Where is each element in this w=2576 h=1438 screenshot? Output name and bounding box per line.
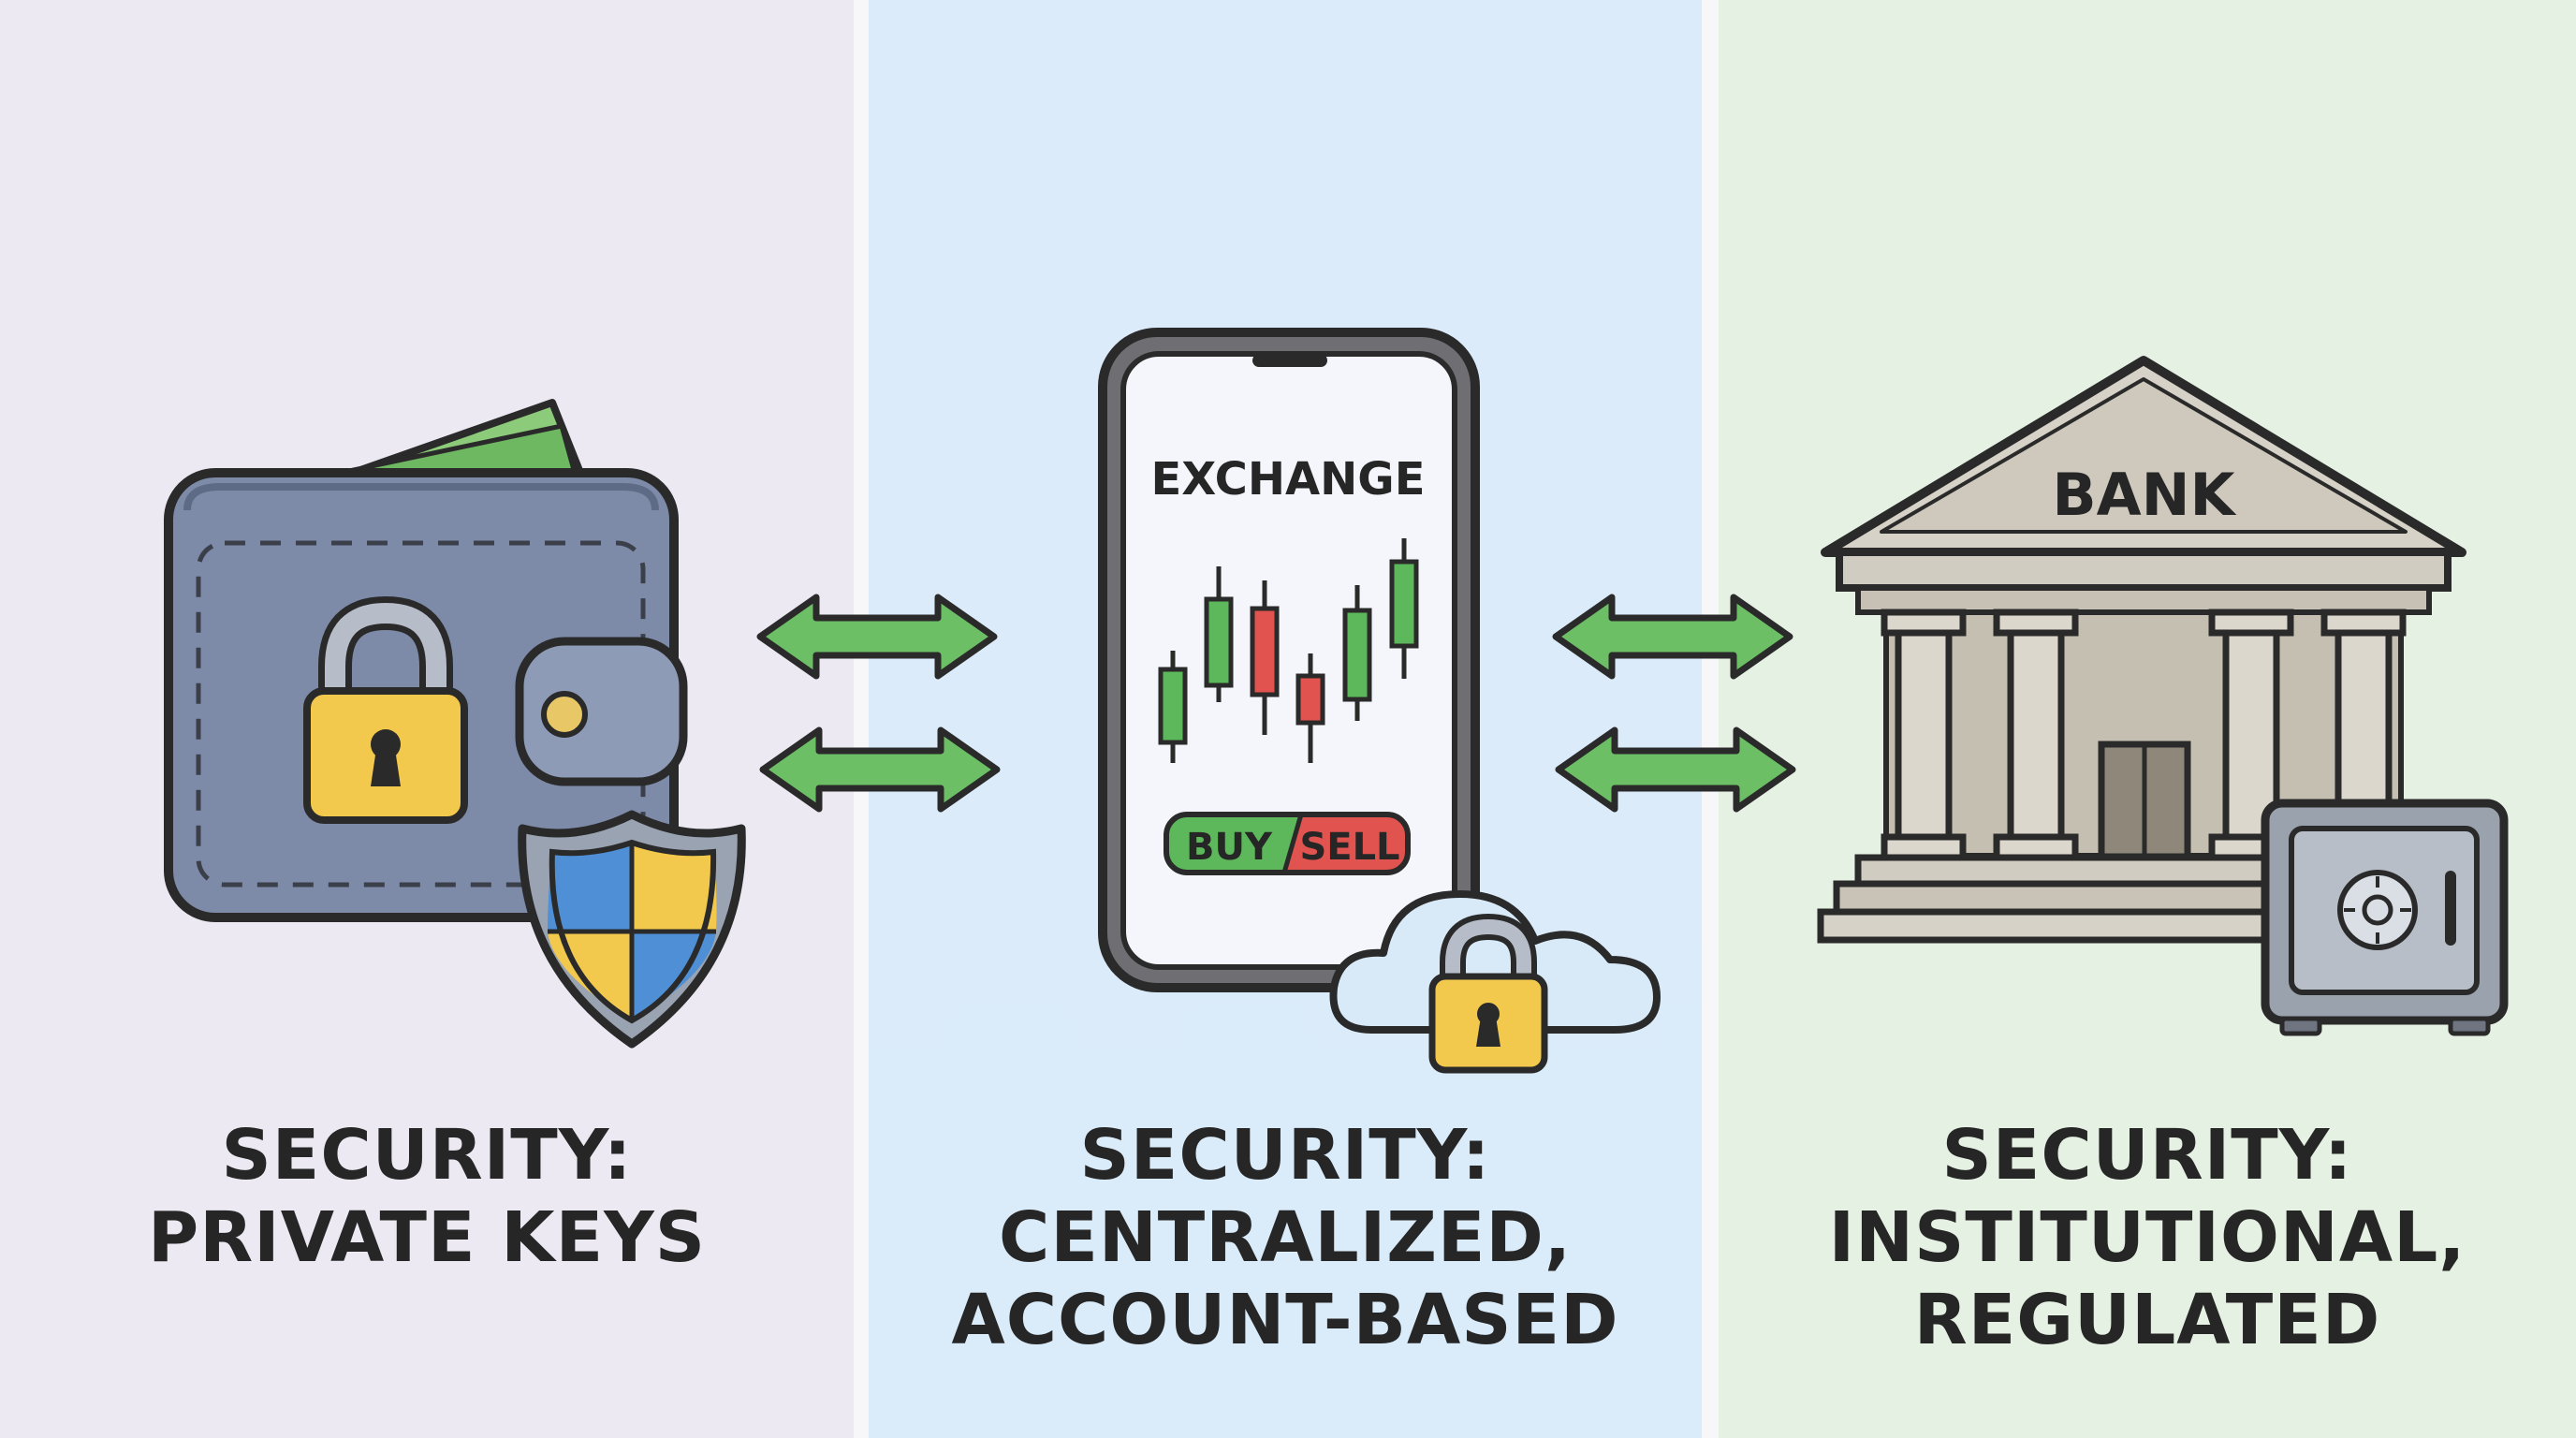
caption-heading: SECURITY: <box>221 1115 633 1196</box>
panel-divider <box>854 0 871 1438</box>
caption-text: PRIVATE KEYS <box>147 1197 707 1278</box>
double-arrow-icon <box>760 597 994 676</box>
wallet-caption: SECURITY: PRIVATE KEYS <box>0 1114 854 1279</box>
padlock-icon <box>303 595 468 824</box>
caption-heading: SECURITY: <box>1941 1115 2353 1196</box>
cloud-icon <box>1329 890 1661 1074</box>
double-arrow-icon <box>1559 730 1793 809</box>
panel-divider <box>1702 0 1719 1438</box>
candlestick-chart-icon <box>1158 538 1419 763</box>
sell-label: SELL <box>1299 826 1399 869</box>
caption-heading: SECURITY: <box>1079 1115 1491 1196</box>
safe-icon <box>2261 799 2509 1036</box>
buy-label: BUY <box>1186 826 1273 869</box>
exchange-screen-title: EXCHANGE <box>1151 453 1426 506</box>
padlock-icon <box>1428 913 1548 1074</box>
bank-label: BANK <box>2052 461 2236 529</box>
caption-text: ACCOUNT-BASED <box>951 1280 1619 1360</box>
wallet-clasp <box>515 637 688 786</box>
bank-caption: SECURITY: INSTITUTIONAL, REGULATED <box>1719 1114 2576 1361</box>
double-arrow-icon <box>763 730 997 809</box>
double-arrow-icon <box>1556 597 1790 676</box>
wallet-icon <box>164 399 746 1049</box>
exchange-caption: SECURITY: CENTRALIZED, ACCOUNT-BASED <box>869 1114 1702 1361</box>
buy-sell-toggle: BUY SELL <box>1164 812 1411 875</box>
caption-text: REGULATED <box>1913 1280 2381 1360</box>
caption-text: INSTITUTIONAL, <box>1828 1197 2466 1278</box>
caption-text: CENTRALIZED, <box>999 1197 1572 1278</box>
bank-building-icon: BANK <box>1817 356 2470 944</box>
smartphone-icon: EXCHANGE BUY SELL <box>1098 328 1480 992</box>
shield-icon <box>518 810 746 1049</box>
